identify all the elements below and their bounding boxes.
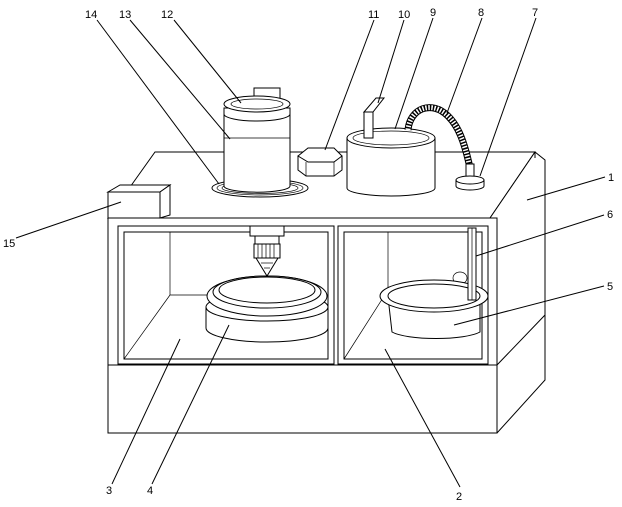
callout-13: 13 bbox=[119, 9, 131, 21]
callout-15: 15 bbox=[3, 238, 15, 250]
liquid-tank bbox=[346, 127, 436, 197]
pipe-bracket bbox=[362, 97, 386, 139]
callout-12: 12 bbox=[161, 9, 173, 21]
callout-11: 11 bbox=[368, 9, 379, 21]
callout-5: 5 bbox=[607, 281, 613, 293]
collection-basin bbox=[379, 271, 489, 339]
callout-3: 3 bbox=[106, 485, 112, 497]
spindle-tool bbox=[249, 225, 285, 277]
polishing-disk bbox=[205, 275, 329, 343]
callout-8: 8 bbox=[478, 7, 484, 19]
callout-1: 1 bbox=[608, 172, 614, 184]
callout-2: 2 bbox=[456, 491, 462, 503]
motor-cylinder bbox=[223, 109, 291, 193]
hex-nut bbox=[297, 147, 343, 177]
leader-lines bbox=[15, 17, 606, 488]
guide-rod bbox=[467, 227, 477, 301]
callout-labels: 1 2 3 4 5 6 7 8 9 10 11 12 13 14 15 bbox=[3, 7, 614, 503]
callout-6: 6 bbox=[607, 209, 613, 221]
callout-7: 7 bbox=[532, 7, 538, 19]
callout-10: 10 bbox=[398, 9, 410, 21]
control-box bbox=[106, 184, 172, 219]
callout-14: 14 bbox=[85, 9, 97, 21]
nozzle-base bbox=[455, 163, 485, 191]
motor-cap bbox=[223, 87, 291, 122]
flexible-pipe bbox=[404, 104, 474, 169]
left-chamber bbox=[117, 225, 335, 365]
callout-4: 4 bbox=[147, 485, 153, 497]
callout-9: 9 bbox=[430, 7, 436, 19]
